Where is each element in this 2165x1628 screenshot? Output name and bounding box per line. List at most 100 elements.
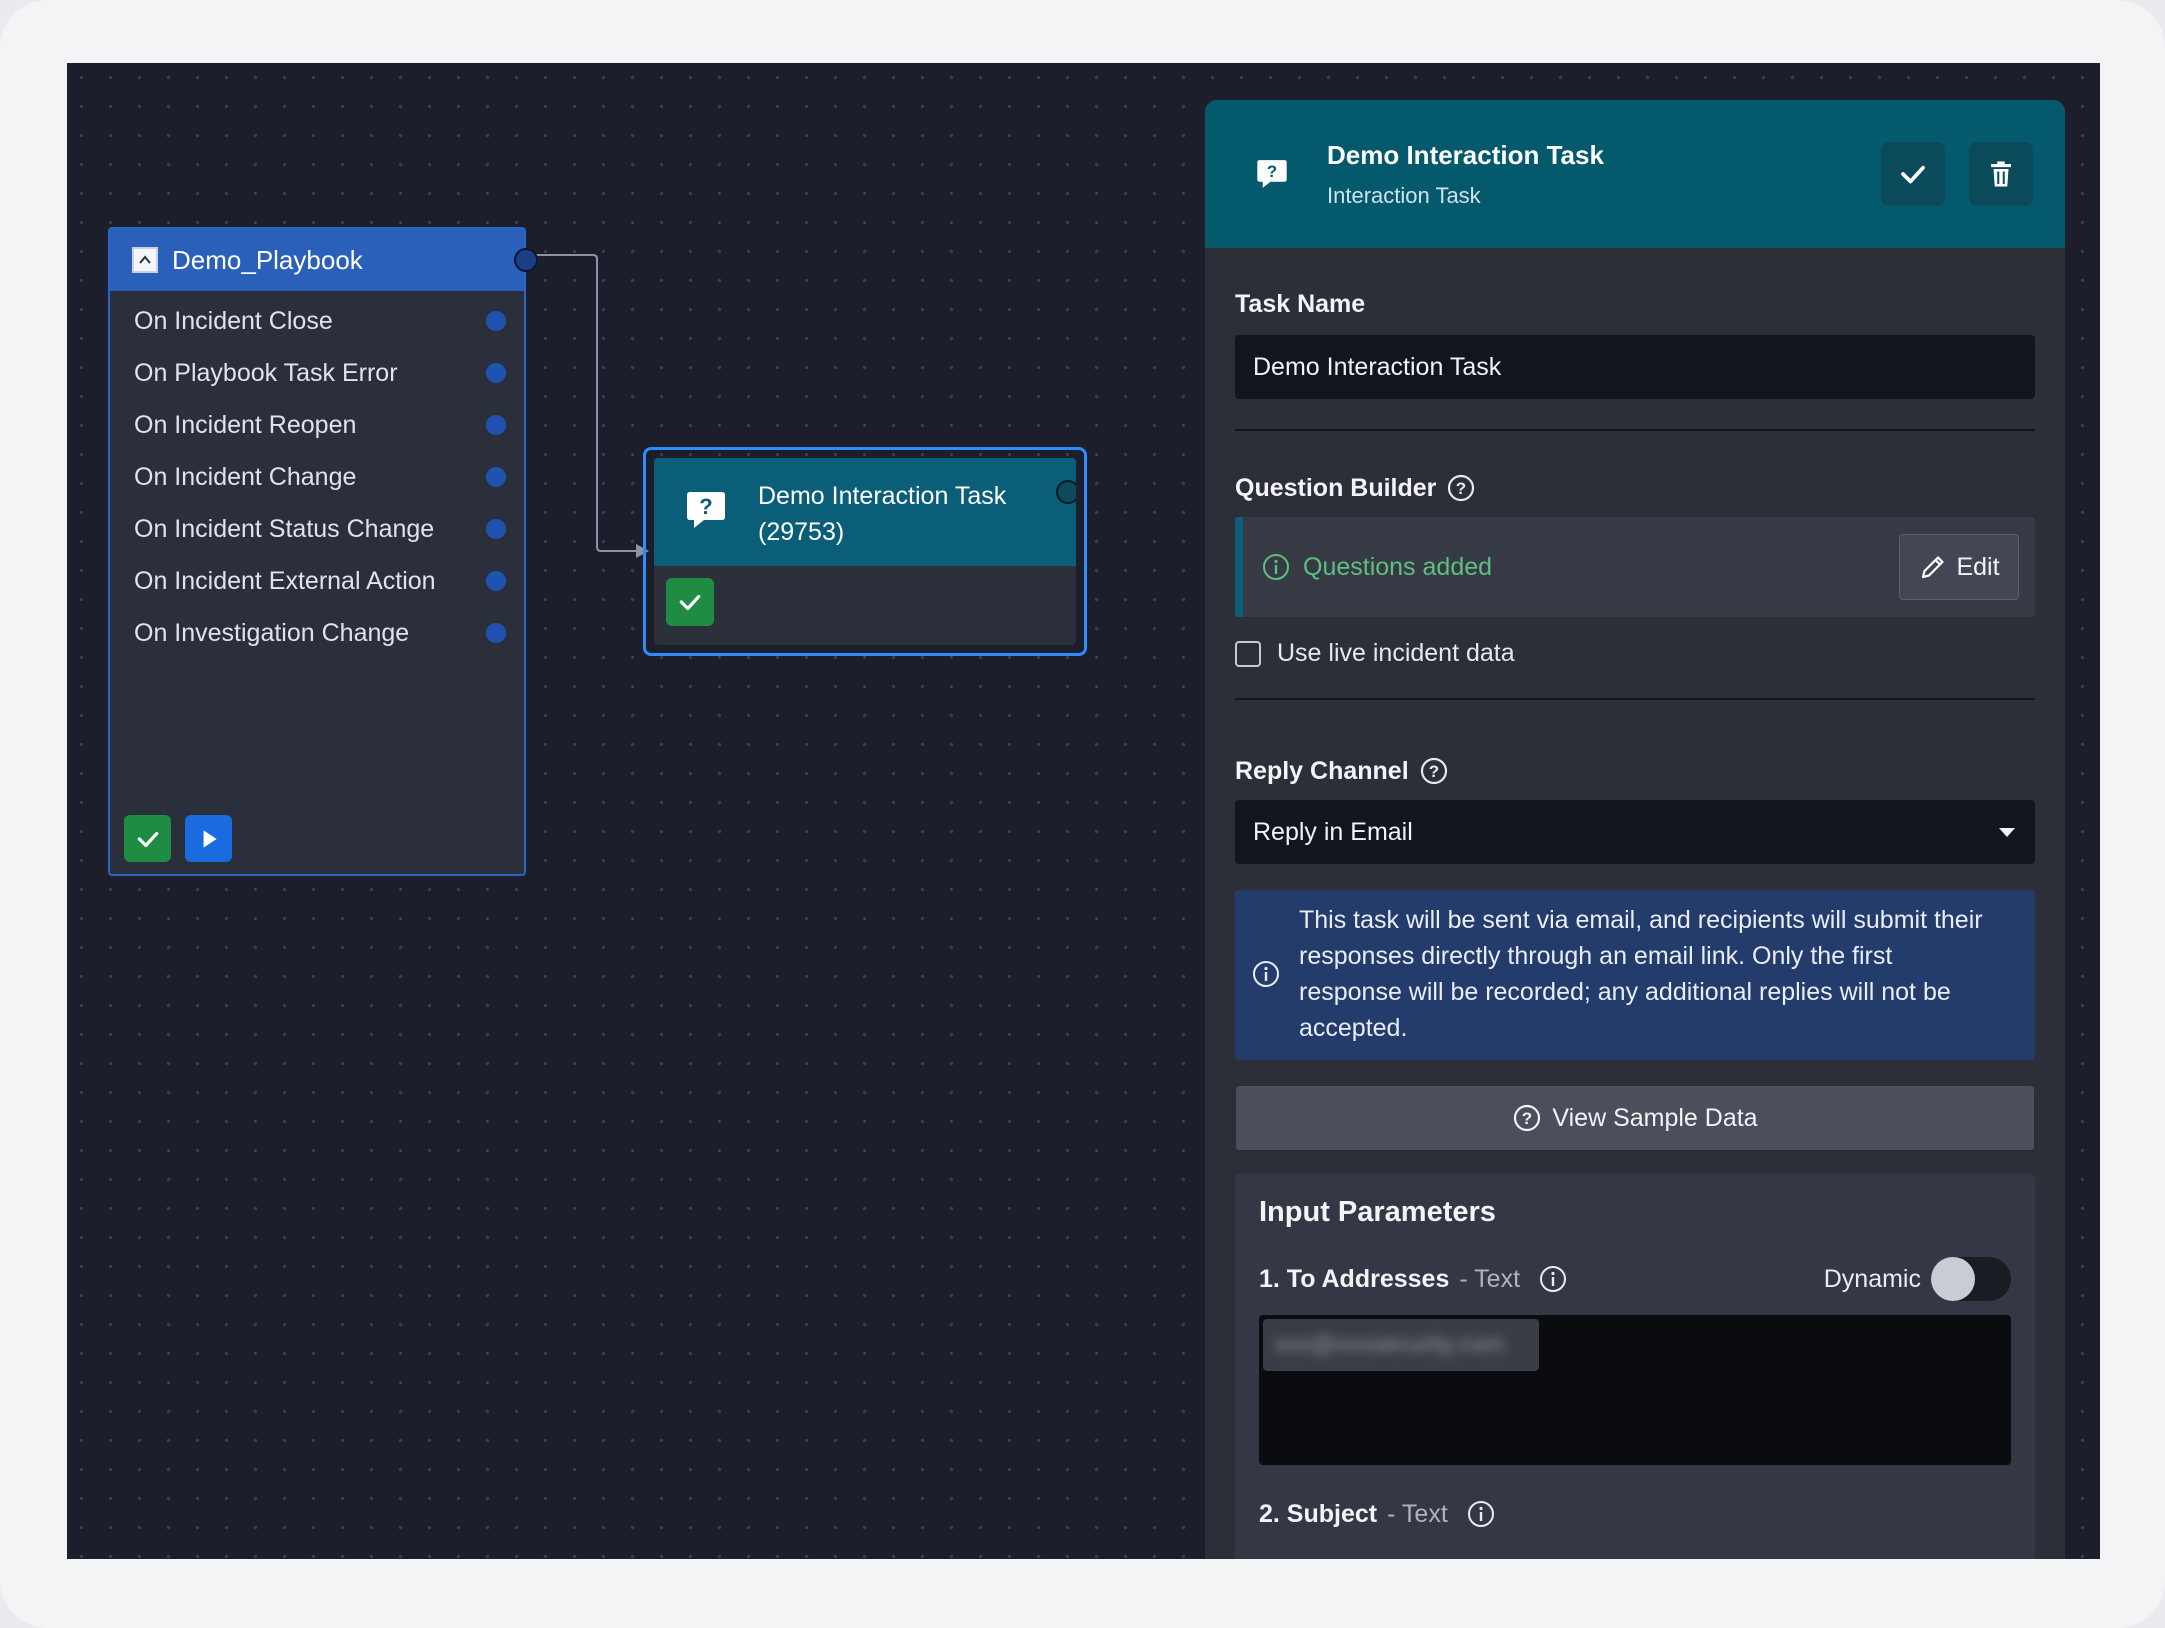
chevron-up-icon <box>139 255 151 264</box>
task-name-label-text: Task Name <box>1235 290 1366 318</box>
dynamic-toggle[interactable] <box>1931 1257 2011 1301</box>
playbook-node[interactable]: Demo_Playbook On Incident Close On Playb… <box>108 227 538 876</box>
param-type: - Text <box>1387 1499 1448 1528</box>
playbook-header[interactable]: Demo_Playbook <box>110 229 538 291</box>
reply-channel-label-text: Reply Channel <box>1235 756 1409 785</box>
playbook-output-port[interactable] <box>514 248 538 272</box>
task-name-value: Demo Interaction Task <box>1253 352 1502 381</box>
trigger-port[interactable] <box>486 623 506 643</box>
trigger-label: On Playbook Task Error <box>134 359 398 387</box>
play-icon <box>203 829 217 848</box>
task-output-port[interactable] <box>1056 480 1076 504</box>
playbook-canvas[interactable]: Demo_Playbook On Incident Close On Playb… <box>67 63 2100 1559</box>
svg-text:?: ? <box>1267 162 1277 181</box>
toggle-knob <box>1931 1257 1975 1301</box>
reply-channel-label: Reply Channel ? <box>1235 756 2035 786</box>
check-icon <box>1901 165 1925 184</box>
task-node-header[interactable]: ? Demo Interaction Task (29753) <box>654 458 1076 566</box>
trigger-label: On Incident Change <box>134 463 357 491</box>
panel-header-titles: Demo Interaction Task Interaction Task <box>1327 140 1857 209</box>
panel-body: Task Name Demo Interaction Task Question… <box>1205 290 2065 1559</box>
caret-down-icon <box>1999 828 2015 837</box>
playbook-title: Demo_Playbook <box>172 244 363 275</box>
panel-header: ? Demo Interaction Task Interaction Task <box>1205 100 2065 248</box>
svg-text:?: ? <box>1522 1109 1532 1128</box>
trigger-list: On Incident Close On Playbook Task Error… <box>110 291 524 659</box>
trigger-port[interactable] <box>486 571 506 591</box>
task-status-button[interactable] <box>666 578 714 626</box>
param-name: 2. Subject <box>1259 1499 1378 1528</box>
input-parameters-title: Input Parameters <box>1259 1196 1496 1228</box>
pencil-icon <box>1922 556 1945 579</box>
question-builder-label: Question Builder ? <box>1235 473 2035 503</box>
edit-label: Edit <box>1956 552 2000 581</box>
trigger-item[interactable]: On Incident Close <box>110 295 524 347</box>
info-icon <box>1253 961 1279 987</box>
check-icon <box>679 594 701 611</box>
info-icon <box>1263 554 1289 580</box>
to-addresses-input[interactable]: xxx@xxxsecurity.com <box>1259 1315 2011 1465</box>
trigger-label: On Investigation Change <box>134 619 410 647</box>
trigger-label: On Incident Close <box>134 307 333 335</box>
live-data-checkbox[interactable] <box>1235 640 1261 667</box>
trigger-label: On Incident External Action <box>134 567 436 595</box>
param-subject: 2. Subject - Text <box>1259 1499 2011 1529</box>
reply-channel-value: Reply in Email <box>1253 817 1413 846</box>
trigger-port[interactable] <box>486 415 506 435</box>
task-node-title: Demo Interaction Task (29753) <box>758 482 1007 546</box>
svg-text:?: ? <box>1456 479 1466 498</box>
input-parameters-section: Input Parameters 1. To Addresses - Text … <box>1235 1174 2035 1559</box>
question-builder-box: Questions added Edit <box>1235 517 2035 617</box>
edit-questions-button[interactable]: Edit <box>1899 534 2019 600</box>
live-data-row: Use live incident data <box>1235 639 2035 668</box>
trigger-item[interactable]: On Investigation Change <box>110 607 524 659</box>
dynamic-label: Dynamic <box>1823 1264 1921 1293</box>
divider <box>1235 698 2035 700</box>
trigger-item[interactable]: On Incident Change <box>110 451 524 503</box>
trigger-port[interactable] <box>486 363 506 383</box>
reply-info-text: This task will be sent via email, and re… <box>1299 906 1983 1042</box>
task-node-body: ? Demo Interaction Task (29753) <box>654 458 1076 645</box>
playbook-footer <box>124 815 232 862</box>
trigger-port[interactable] <box>486 311 506 331</box>
divider <box>1235 429 2035 431</box>
email-chip[interactable]: xxx@xxxsecurity.com <box>1263 1319 1539 1371</box>
question-bubble-icon: ? <box>687 492 725 528</box>
trigger-item[interactable]: On Incident Reopen <box>110 399 524 451</box>
info-icon[interactable] <box>1466 1499 1496 1529</box>
trash-icon <box>1991 161 2011 187</box>
validate-button[interactable] <box>124 815 171 862</box>
email-chip-text: xxx@xxxsecurity.com <box>1275 1331 1505 1358</box>
questions-status: Questions added <box>1303 552 1493 581</box>
save-button[interactable] <box>1881 142 1945 206</box>
param-type: - Text <box>1459 1264 1521 1293</box>
delete-button[interactable] <box>1969 142 2033 206</box>
run-button[interactable] <box>185 815 232 862</box>
info-icon[interactable] <box>1538 1264 1568 1294</box>
check-icon <box>137 831 158 847</box>
svg-text:?: ? <box>1428 762 1438 781</box>
view-sample-data-button[interactable]: ? View Sample Data <box>1236 1086 2034 1150</box>
trigger-item[interactable]: On Incident Status Change <box>110 503 524 555</box>
task-node-footer <box>654 566 1076 626</box>
reply-channel-select[interactable]: Reply in Email <box>1235 800 2035 864</box>
task-name-input[interactable]: Demo Interaction Task <box>1235 335 2035 399</box>
task-settings-panel: ? Demo Interaction Task Interaction Task <box>1205 100 2065 1559</box>
task-node-selected[interactable]: ? Demo Interaction Task (29753) <box>643 447 1087 656</box>
trigger-label: On Incident Reopen <box>134 411 357 439</box>
svg-text:?: ? <box>699 494 712 519</box>
trigger-port[interactable] <box>486 519 506 539</box>
collapse-button[interactable] <box>132 247 158 273</box>
trigger-item[interactable]: On Incident External Action <box>110 555 524 607</box>
help-icon: ? <box>1514 1104 1541 1132</box>
panel-subtitle: Interaction Task <box>1327 182 1481 208</box>
connector-line <box>536 254 649 558</box>
help-icon[interactable]: ? <box>1419 756 1449 786</box>
question-builder-label-text: Question Builder <box>1235 473 1437 502</box>
trigger-item[interactable]: On Playbook Task Error <box>110 347 524 399</box>
help-icon[interactable]: ? <box>1446 473 1476 503</box>
live-data-label: Use live incident data <box>1277 639 1515 667</box>
reply-info-box: This task will be sent via email, and re… <box>1235 890 2035 1060</box>
trigger-port[interactable] <box>486 467 506 487</box>
